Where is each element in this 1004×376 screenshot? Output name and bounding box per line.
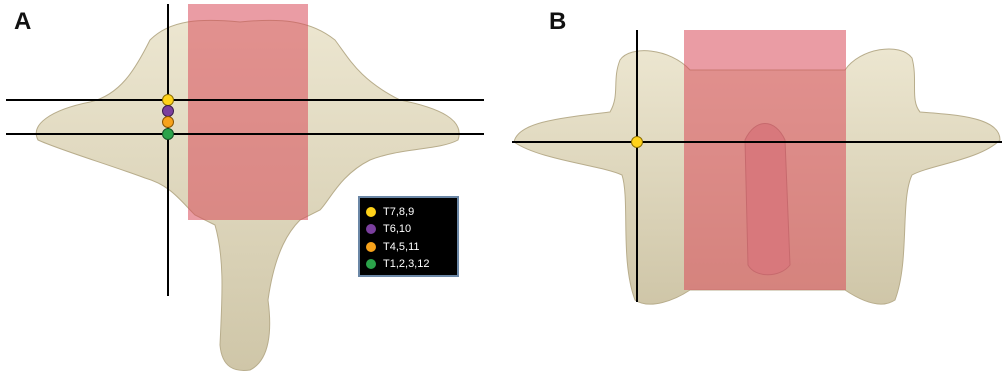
- legend: T7,8,9 T6,10 T4,5,11 T1,2,3,12: [358, 196, 459, 277]
- legend-dot: [366, 224, 376, 234]
- dot-t1-2-3-12: [163, 129, 174, 140]
- legend-label: T1,2,3,12: [383, 258, 429, 270]
- legend-item: T4,5,11: [366, 238, 451, 256]
- panel-a: A T7,8,9 T6,10 T4,5,11 T1,2,3,12: [0, 0, 500, 376]
- panel-label: B: [549, 8, 566, 36]
- vertebra-superior-view: [0, 0, 500, 376]
- legend-label: T6,10: [383, 223, 411, 235]
- vertebra-posterior-view: [500, 0, 1004, 376]
- panel-label: A: [14, 8, 31, 36]
- legend-label: T7,8,9: [383, 206, 414, 218]
- legend-label: T4,5,11: [383, 241, 420, 253]
- dot-t4-5-11: [163, 117, 174, 128]
- legend-item: T6,10: [366, 221, 451, 239]
- legend-dot: [366, 242, 376, 252]
- dot-t7-8-9: [163, 95, 174, 106]
- panel-b: B: [500, 0, 1004, 376]
- legend-dot: [366, 259, 376, 269]
- legend-item: T7,8,9: [366, 203, 451, 221]
- dot-t6-10: [163, 106, 174, 117]
- canal-overlay: [684, 30, 846, 290]
- dot-t7-8-9: [632, 137, 643, 148]
- legend-item: T1,2,3,12: [366, 256, 451, 274]
- canal-overlay: [188, 4, 308, 220]
- legend-dot: [366, 207, 376, 217]
